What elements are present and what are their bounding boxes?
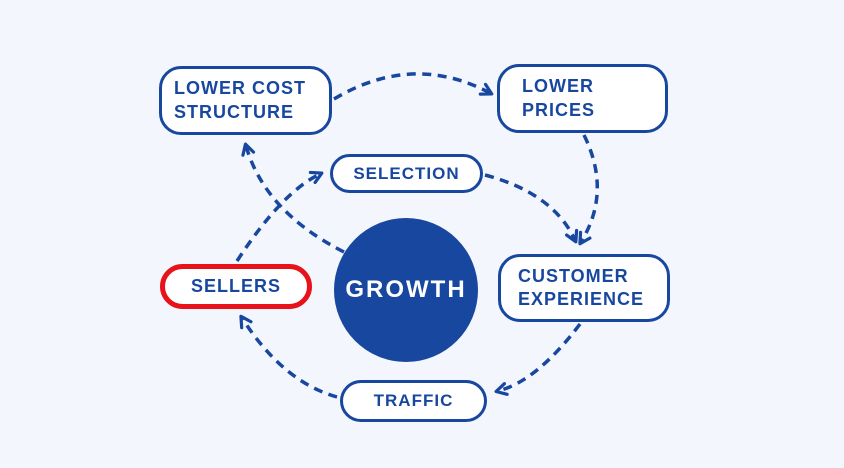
node-traffic: TRAFFIC [340,380,487,422]
node-sellers-highlighted: SELLERS [160,264,312,309]
node-lower-prices: LOWER PRICES [497,64,668,133]
arrow-customer-experience-to-traffic [494,322,582,396]
arrow-traffic-to-sellers [239,314,338,399]
node-lower-prices-label: LOWER PRICES [522,76,596,120]
node-traffic-label: TRAFFIC [373,391,454,411]
arrow-lower-cost-structure-to-lower-prices [333,72,494,101]
node-sellers-label: SELLERS [190,275,281,296]
node-selection: SELECTION [330,154,483,193]
node-customer-experience: CUSTOMER EXPERIENCE [498,254,670,322]
arrow-lower-prices-to-customer-experience [578,134,600,246]
arrow-growth-to-lower-cost-structure [241,142,345,254]
growth-center-circle: GROWTH [334,218,478,362]
node-lower-cost-structure: LOWER COST STRUCTURE [159,66,332,135]
arrow-selection-to-customer-experience [484,173,579,244]
arrow-sellers-to-selection [235,170,324,262]
node-lower-cost-structure-label: LOWER COST STRUCTURE [174,78,306,122]
node-customer-experience-label: CUSTOMER EXPERIENCE [518,265,645,309]
growth-label: GROWTH [345,276,467,303]
node-selection-label: SELECTION [353,163,460,183]
